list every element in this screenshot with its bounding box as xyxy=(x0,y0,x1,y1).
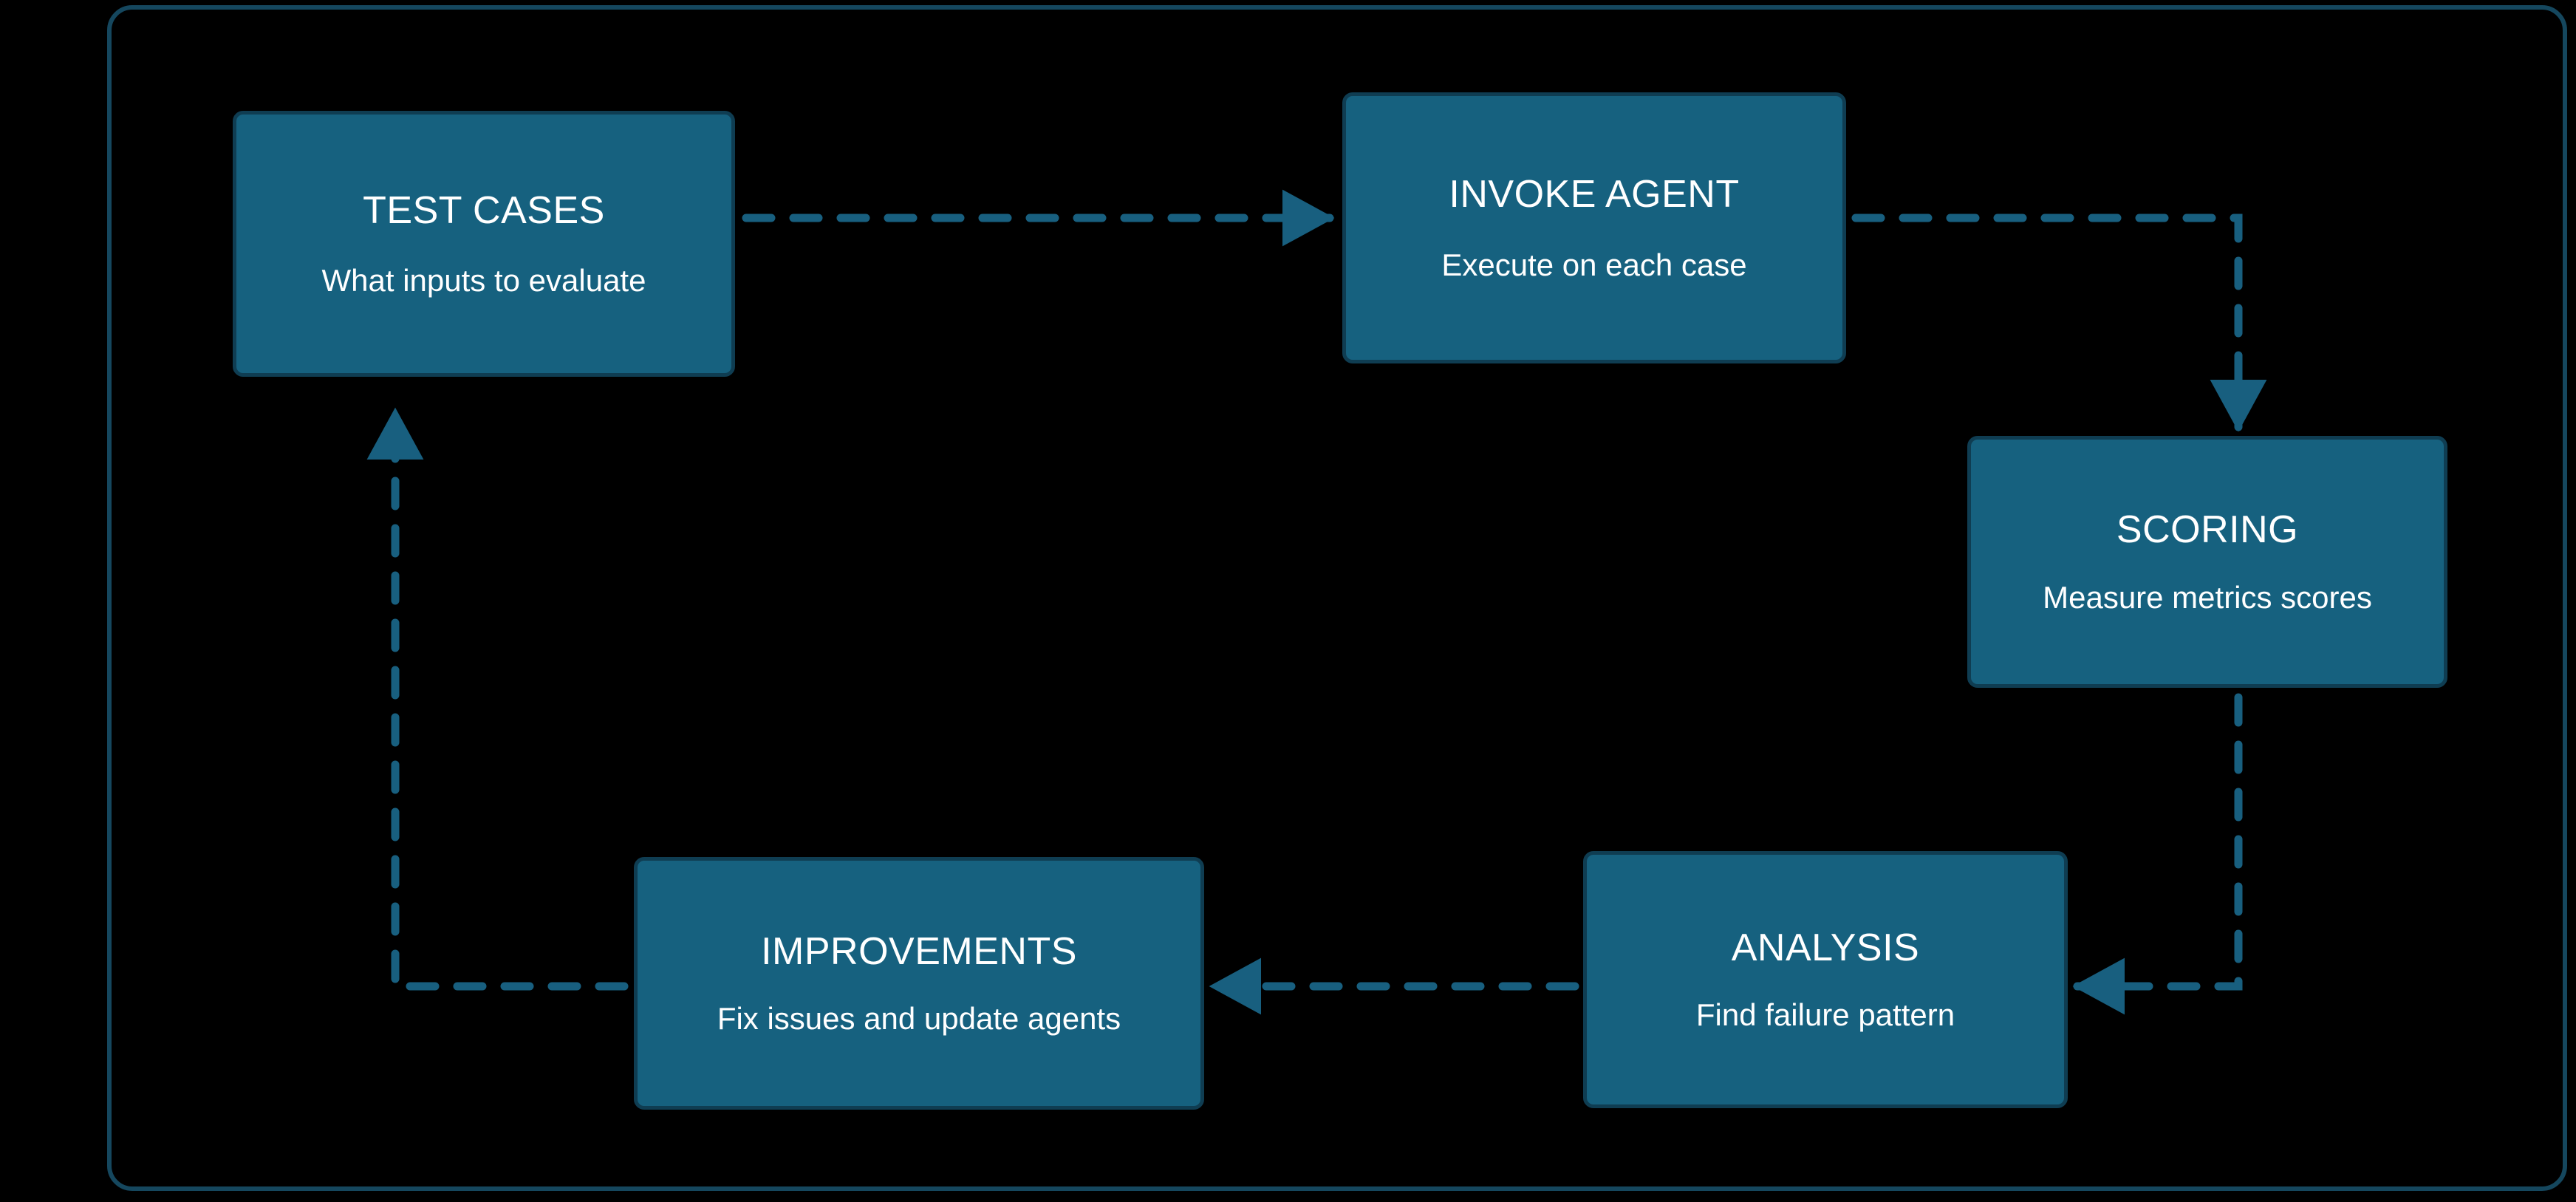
node-improvements[interactable]: IMPROVEMENTS Fix issues and update agent… xyxy=(634,857,1204,1110)
node-scoring-title: SCORING xyxy=(2116,508,2299,552)
node-test-cases-subtitle: What inputs to evaluate xyxy=(321,263,646,298)
node-scoring-subtitle: Measure metrics scores xyxy=(2043,579,2372,615)
node-improvements-title: IMPROVEMENTS xyxy=(761,929,1077,973)
connector-improvements-to-test-cases xyxy=(366,407,629,991)
node-analysis[interactable]: ANALYSIS Find failure pattern xyxy=(1583,851,2068,1108)
connector-scoring-to-analysis xyxy=(2072,693,2243,1015)
connector-invoke-agent-to-scoring xyxy=(1851,214,2267,432)
node-analysis-subtitle: Find failure pattern xyxy=(1695,997,1955,1033)
node-invoke-agent[interactable]: INVOKE AGENT Execute on each case xyxy=(1342,92,1846,363)
node-invoke-agent-title: INVOKE AGENT xyxy=(1449,173,1740,216)
node-analysis-title: ANALYSIS xyxy=(1731,926,1920,969)
node-test-cases-title: TEST CASES xyxy=(363,188,605,232)
node-test-cases[interactable]: TEST CASES What inputs to evaluate xyxy=(233,111,735,377)
node-invoke-agent-subtitle: Execute on each case xyxy=(1441,247,1747,282)
node-improvements-subtitle: Fix issues and update agents xyxy=(717,1001,1121,1037)
node-scoring[interactable]: SCORING Measure metrics scores xyxy=(1967,436,2447,688)
